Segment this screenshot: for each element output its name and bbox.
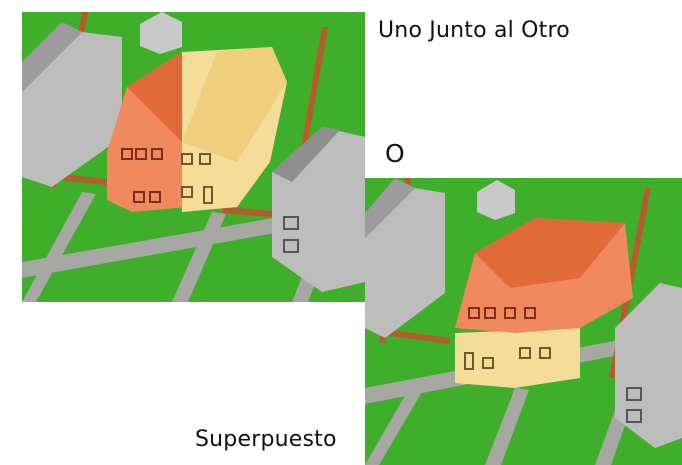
fence <box>222 207 284 218</box>
neighbor-house <box>615 283 682 448</box>
walkway <box>485 388 529 465</box>
neighbor-roof <box>272 127 340 182</box>
window <box>626 387 642 401</box>
neighbor-roof <box>22 22 82 92</box>
walkway <box>172 212 226 302</box>
stacked-illustration <box>365 178 682 465</box>
unit-orange-roof <box>475 218 625 288</box>
or-caption: O <box>385 139 405 168</box>
sidewalk <box>22 192 96 302</box>
side-by-side-caption: Uno Junto al Otro <box>378 18 570 43</box>
windows <box>181 153 213 204</box>
sidewalk <box>365 378 429 465</box>
side-by-side-scene <box>22 12 365 302</box>
windows <box>464 347 551 370</box>
neighbor-house <box>22 32 122 187</box>
window <box>283 216 299 230</box>
windows <box>121 148 163 203</box>
window <box>283 239 299 253</box>
stacked-caption: Superpuesto <box>195 427 337 452</box>
unit-yellow-roof <box>182 47 287 162</box>
shed <box>140 12 182 54</box>
unit-yellow-ground <box>455 328 580 388</box>
shed <box>477 180 515 220</box>
fence <box>375 328 450 344</box>
side-by-side-illustration <box>22 12 365 302</box>
neighbor-roof <box>365 178 415 238</box>
stacked-scene <box>365 178 682 465</box>
windows <box>468 307 536 319</box>
neighbor-house <box>365 188 445 338</box>
window <box>626 409 642 423</box>
